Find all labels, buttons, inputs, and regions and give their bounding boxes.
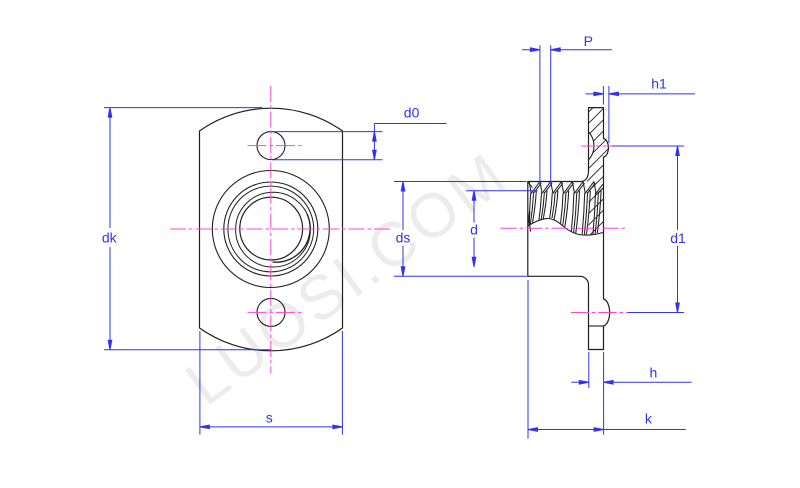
svg-text:d0: d0	[404, 105, 420, 121]
svg-text:k: k	[645, 411, 653, 427]
svg-text:ds: ds	[396, 230, 411, 246]
svg-text:h1: h1	[651, 75, 667, 91]
svg-text:s: s	[266, 409, 273, 425]
svg-text:dk: dk	[102, 230, 118, 246]
svg-text:d1: d1	[670, 230, 686, 246]
svg-text:h: h	[650, 364, 658, 380]
svg-text:P: P	[584, 33, 593, 49]
svg-text:d: d	[470, 222, 478, 238]
